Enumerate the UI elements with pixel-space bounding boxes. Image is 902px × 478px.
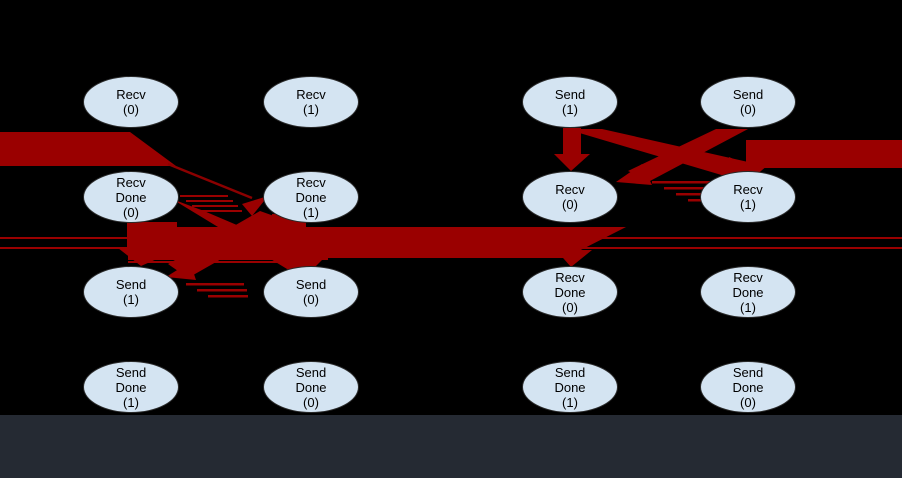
node-col1-send-1: Send (1) — [83, 266, 179, 318]
arrowhead-diag-send1 — [166, 262, 196, 280]
node-col4-send-0: Send (0) — [700, 76, 796, 128]
node-label-line: (1) — [123, 292, 139, 307]
arrowhead-onto-send1 — [118, 248, 182, 266]
node-label-line: (1) — [303, 204, 319, 220]
diag-stripe — [664, 187, 722, 190]
diag-recvdone1-to-send1 — [168, 211, 288, 278]
right-band-drop — [746, 154, 762, 168]
node-label-line: (1) — [303, 102, 319, 117]
diag-send1-to-recv1 — [566, 129, 757, 179]
node-label-line: (1) — [740, 197, 756, 212]
node-label-line: Send — [732, 364, 764, 380]
arrowhead-onto-recvdone0-col3 — [556, 250, 592, 267]
cross-stripe — [186, 283, 244, 286]
node-label-line: Send — [732, 87, 764, 102]
node-label-line: (0) — [562, 197, 578, 212]
arrowhead-into-recvdone1 — [242, 196, 268, 216]
diag-stripe — [652, 181, 710, 184]
node-label-line: (0) — [303, 292, 319, 307]
node-label-line: (1) — [740, 299, 756, 315]
node-col3-recv-0: Recv (0) — [522, 171, 618, 223]
node-label-line: Send — [295, 364, 327, 380]
node-label-line: Done — [554, 284, 586, 300]
node-label-line: (1) — [562, 102, 578, 117]
cross-stripe — [208, 295, 248, 298]
diag-send0-to-recv0 — [628, 129, 748, 181]
arrowhead-onto-send0 — [294, 252, 330, 270]
node-label-line: Recv — [555, 269, 585, 285]
node-label-line: (0) — [123, 102, 139, 117]
node-label-line: Done — [732, 379, 764, 395]
node-label-line: Recv — [116, 87, 146, 102]
node-label-line: (0) — [123, 204, 139, 220]
node-label-line: Send — [115, 277, 147, 292]
drop-shaft-send1 — [127, 222, 177, 250]
node-label-line: (0) — [303, 394, 319, 410]
node-col2-recv-done-1: Recv Done (1) — [263, 171, 359, 223]
band-from-left-edge — [0, 132, 176, 166]
node-col3-send-done-1: Send Done (1) — [522, 361, 618, 413]
node-label-line: Send — [295, 277, 327, 292]
node-label-line: Done — [295, 189, 327, 205]
node-col4-recv-1: Recv (1) — [700, 171, 796, 223]
node-col1-recv-0: Recv (0) — [83, 76, 179, 128]
node-label-line: Done — [732, 284, 764, 300]
arrowhead-onto-recv0-col3 — [554, 154, 590, 171]
node-label-line: Recv — [733, 269, 763, 285]
node-label-line: (0) — [740, 394, 756, 410]
node-label-line: Recv — [555, 182, 585, 197]
node-label-line: Send — [554, 364, 586, 380]
node-label-line: Done — [115, 189, 147, 205]
node-col4-send-done-0: Send Done (0) — [700, 361, 796, 413]
node-col2-send-done-0: Send Done (0) — [263, 361, 359, 413]
band-from-right-edge — [746, 140, 902, 168]
cross-stripe — [197, 289, 247, 292]
diag-stripe — [192, 205, 238, 207]
footer-band — [0, 415, 902, 478]
band-stripe — [128, 258, 328, 260]
node-label-line: (0) — [562, 299, 578, 315]
diag-stripe — [186, 200, 233, 202]
node-label-line: Done — [295, 379, 327, 395]
node-col1-recv-done-0: Recv Done (0) — [83, 171, 179, 223]
drop-shaft-recv0-col3 — [563, 128, 581, 156]
node-label-line: Recv — [733, 182, 763, 197]
arrowhead-diag-recv0 — [616, 164, 652, 185]
node-col2-send-0: Send (0) — [263, 266, 359, 318]
node-label-line: (1) — [562, 394, 578, 410]
node-col2-recv-1: Recv (1) — [263, 76, 359, 128]
diag-stripe — [198, 210, 242, 212]
node-label-line: Done — [115, 379, 147, 395]
node-label-line: Send — [115, 364, 147, 380]
node-col3-recv-done-0: Recv Done (0) — [522, 266, 618, 318]
node-label-line: (1) — [123, 394, 139, 410]
node-col3-send-1: Send (1) — [522, 76, 618, 128]
diag-recv0-to-recvdone1 — [167, 162, 253, 200]
node-label-line: Send — [554, 87, 586, 102]
node-label-line: Done — [554, 379, 586, 395]
node-col4-recv-done-1: Recv Done (1) — [700, 266, 796, 318]
node-label-line: Recv — [296, 174, 326, 190]
node-col1-send-done-1: Send Done (1) — [83, 361, 179, 413]
edge-group-left — [0, 132, 626, 298]
node-label-line: Recv — [116, 174, 146, 190]
diag-stripe — [180, 195, 228, 197]
node-label-line: (0) — [740, 102, 756, 117]
node-label-line: Recv — [296, 87, 326, 102]
